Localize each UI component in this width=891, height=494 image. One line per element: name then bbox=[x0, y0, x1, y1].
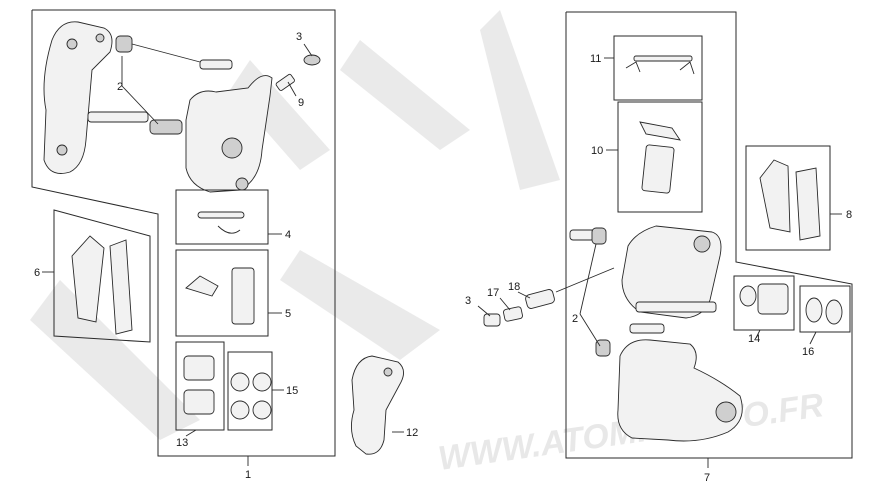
bleeder-cap bbox=[483, 313, 501, 327]
callout-4: 4 bbox=[285, 229, 291, 241]
pad-spring bbox=[185, 275, 219, 297]
brake-pad bbox=[109, 239, 133, 335]
piston-seal bbox=[252, 372, 272, 392]
bleeder-group bbox=[477, 267, 615, 327]
callout-2-left: 2 bbox=[117, 81, 123, 93]
slide-pin bbox=[635, 301, 717, 313]
callout-11: 11 bbox=[590, 53, 601, 65]
slide-pin-bolt bbox=[629, 323, 665, 334]
piston-seal bbox=[230, 372, 250, 392]
caliper-piston-bore bbox=[221, 137, 243, 159]
callout-18: 18 bbox=[508, 281, 520, 293]
caliper-mount-bracket bbox=[351, 355, 404, 455]
pad-retainer bbox=[641, 144, 675, 194]
bleeder-screw bbox=[275, 73, 295, 91]
r-clip bbox=[217, 225, 241, 234]
slide-pin-bolt bbox=[199, 59, 233, 70]
callout-13: 13 bbox=[176, 437, 188, 449]
right-assembly-frame bbox=[565, 11, 853, 459]
box-pad-spring-right bbox=[617, 101, 703, 213]
callout-12: 12 bbox=[406, 427, 418, 439]
pin-boot-lower bbox=[149, 119, 183, 135]
callout-5: 5 bbox=[285, 308, 291, 320]
r-clip bbox=[679, 61, 695, 75]
box-pistons-right bbox=[733, 275, 795, 331]
pin-boot bbox=[591, 227, 607, 245]
callout-6: 6 bbox=[34, 267, 40, 279]
caliper-body bbox=[185, 75, 273, 193]
right-caliper-assembly bbox=[565, 11, 853, 468]
bracket-hole bbox=[715, 401, 737, 423]
box-seals-right bbox=[799, 285, 851, 333]
box-brake-pads bbox=[53, 209, 151, 343]
callout-labels: 2 3 9 4 5 15 13 1 6 12 11 10 8 3 17 18 2… bbox=[34, 31, 852, 484]
callout-3-left: 3 bbox=[296, 31, 302, 43]
box-pad-spring bbox=[175, 249, 269, 337]
callout-8: 8 bbox=[846, 209, 852, 221]
bracket-hole bbox=[56, 144, 68, 156]
piston bbox=[183, 389, 215, 415]
box-pistons bbox=[175, 341, 225, 431]
pad-pin bbox=[197, 211, 245, 219]
piston-seal bbox=[739, 285, 757, 307]
caliper-mount-hole bbox=[693, 235, 711, 253]
callout-2-right: 2 bbox=[572, 313, 578, 325]
box-brake-pads-right bbox=[745, 145, 831, 251]
callout-15: 15 bbox=[286, 385, 298, 397]
bleeder-valve bbox=[525, 289, 555, 309]
piston-seal bbox=[230, 400, 250, 420]
brake-pad bbox=[71, 235, 105, 323]
piston-seal bbox=[805, 297, 823, 323]
caliper-bracket-plate bbox=[43, 21, 113, 174]
callout-16: 16 bbox=[802, 346, 814, 358]
box-pin-kit bbox=[175, 189, 269, 245]
bracket-hole bbox=[95, 33, 105, 43]
callout-1: 1 bbox=[245, 469, 251, 481]
piston bbox=[757, 283, 789, 315]
bleeder-screw bbox=[503, 306, 523, 322]
pad-retainer bbox=[231, 267, 255, 325]
brake-pad bbox=[795, 167, 821, 241]
pad-pin bbox=[633, 55, 693, 62]
bracket-hole bbox=[66, 38, 78, 50]
caliper-bracket-right bbox=[617, 339, 743, 442]
caliper-mount-hole bbox=[235, 177, 249, 191]
callout-14: 14 bbox=[748, 333, 760, 345]
slide-pin bbox=[87, 111, 149, 123]
piston bbox=[183, 355, 215, 381]
piston-seal bbox=[252, 400, 272, 420]
box-pin-kit-right bbox=[613, 35, 703, 101]
callout-10: 10 bbox=[591, 145, 603, 157]
brake-pad bbox=[759, 159, 791, 233]
r-clip bbox=[625, 61, 641, 73]
piston-seal bbox=[825, 299, 843, 325]
box-seals bbox=[227, 351, 273, 431]
callout-17: 17 bbox=[487, 287, 499, 299]
bleeder-cap bbox=[303, 54, 321, 66]
callout-3-right: 3 bbox=[465, 295, 471, 307]
left-assembly-frame bbox=[31, 9, 336, 457]
pin-boot bbox=[595, 339, 611, 357]
callout-9: 9 bbox=[298, 97, 304, 109]
bracket-hole bbox=[383, 367, 393, 377]
callout-7: 7 bbox=[704, 472, 710, 484]
pin-boot bbox=[115, 35, 133, 53]
left-caliper-assembly bbox=[31, 9, 404, 466]
pad-spring bbox=[639, 121, 681, 141]
